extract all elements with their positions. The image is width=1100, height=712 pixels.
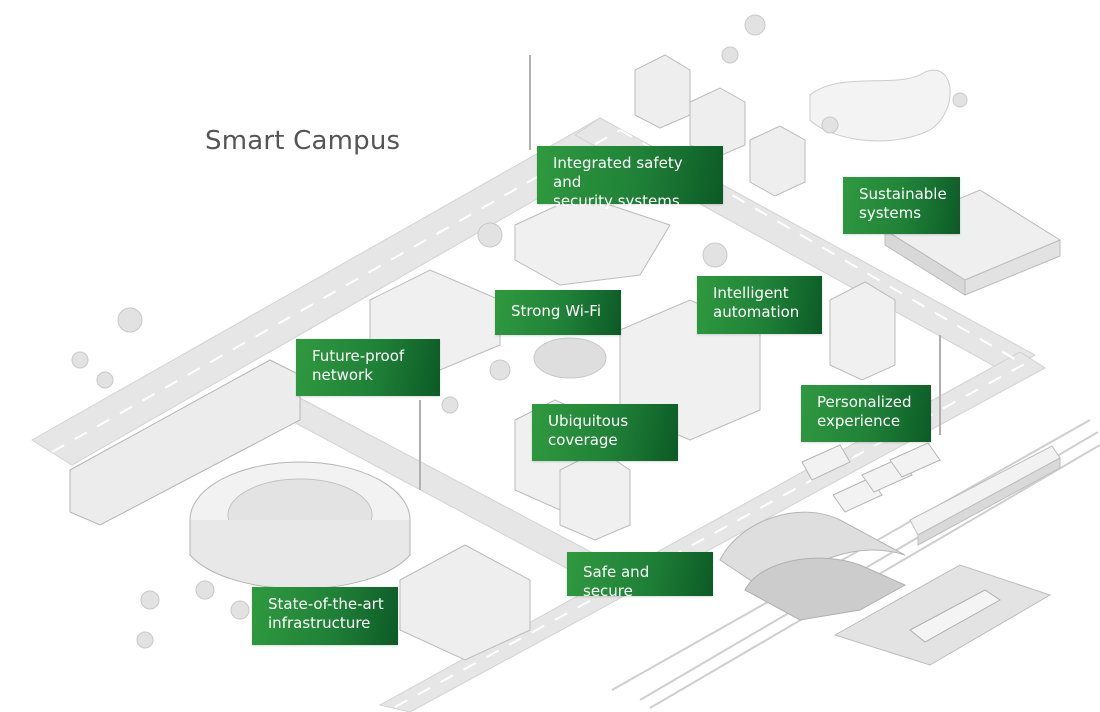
callout-label-line-1: Personalized [817, 393, 912, 411]
callout-label-line-2: network [312, 366, 373, 384]
callout-state-of-the-art-infrastructure[interactable]: State-of-the-art infrastructure [252, 587, 398, 645]
trees [71, 14, 968, 649]
callout-label-line-1: Intelligent [713, 284, 789, 302]
row-houses [69, 359, 301, 526]
train-station [719, 511, 907, 621]
callout-label-line-2: experience [817, 412, 901, 430]
houses-top [634, 54, 806, 197]
callout-ubiquitous-coverage[interactable]: Ubiquitous coverage [532, 404, 678, 461]
callout-label-line-1: State-of-the-art [268, 595, 384, 613]
plaza-circle [533, 337, 607, 379]
callout-label-line-2: coverage [548, 431, 618, 449]
park-pond [809, 69, 951, 142]
callout-sustainable-systems[interactable]: Sustainable systems [843, 177, 960, 234]
platform-lower-right [833, 564, 1052, 666]
callout-label-line-1: Future-proof [312, 347, 405, 365]
callout-label-line-2: security systems [553, 192, 680, 210]
tower-right [829, 281, 896, 381]
callout-label-line-2: automation [713, 303, 800, 321]
callout-label-line-1: Sustainable [859, 185, 947, 203]
callout-safe-and-secure[interactable]: Safe and secure [567, 552, 713, 600]
callout-label-line-1: Ubiquitous [548, 412, 629, 430]
callout-strong-wifi[interactable]: Strong Wi-Fi [495, 290, 621, 335]
building-bottom [399, 544, 531, 661]
page-title: Smart Campus [205, 126, 401, 156]
callout-label-line-2: systems [859, 204, 922, 222]
callout-integrated-safety[interactable]: Integrated safety and security systems [537, 146, 723, 210]
callout-label-line-1: Strong Wi-Fi [511, 302, 601, 320]
callout-label-line-2: infrastructure [268, 614, 371, 632]
callout-label-line-1: Safe and secure [583, 563, 650, 600]
cell-towers [419, 55, 941, 490]
train-top [909, 445, 1061, 546]
callout-personalized-experience[interactable]: Personalized experience [801, 385, 931, 442]
callout-label-line-1: Integrated safety and [553, 154, 683, 191]
stadium [189, 461, 411, 590]
buses [801, 442, 941, 513]
callout-future-proof-network[interactable]: Future-proof network [296, 339, 440, 396]
callout-intelligent-automation[interactable]: Intelligent automation [697, 276, 822, 334]
